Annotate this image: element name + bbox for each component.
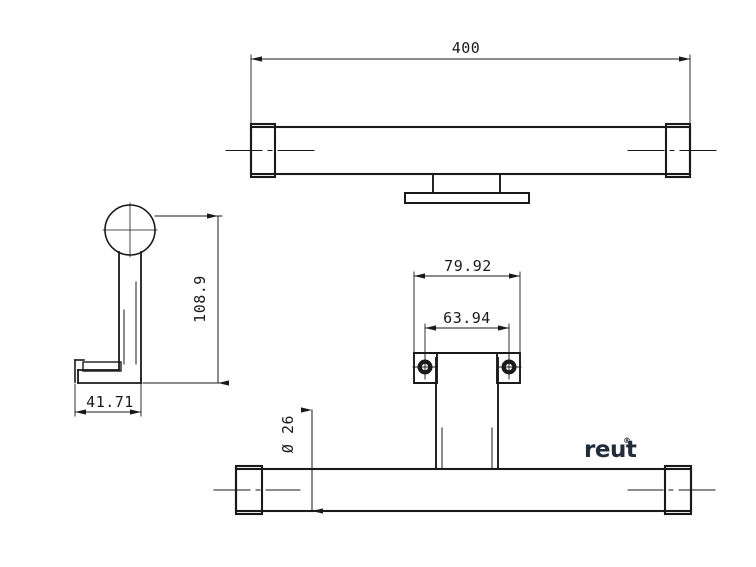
bottom-view-rail <box>213 464 716 516</box>
dimension-hole-spacing <box>424 323 510 361</box>
bottom-view-flange-plate <box>413 352 521 384</box>
dimension-overall-length <box>250 54 691 128</box>
dimension-bracket-depth <box>74 383 142 417</box>
dimension-label-tube-diameter: Ø 26 <box>279 415 297 453</box>
side-view-bracket <box>74 202 158 384</box>
dimension-plate-width <box>413 271 521 353</box>
top-view-rail <box>225 122 717 179</box>
dimension-label-plate-width: 79.92 <box>444 257 492 275</box>
dimension-label-overall-length: 400 <box>452 39 481 57</box>
dimension-bracket-height <box>142 213 229 386</box>
dimension-label-hole-spacing: 63.94 <box>443 309 491 327</box>
top-view-mounting-bracket <box>404 173 530 204</box>
dimension-tube-diameter <box>235 407 323 514</box>
brand-logo-superscript: ® <box>623 436 631 445</box>
fastener-right <box>496 354 522 380</box>
dimension-label-bracket-height: 108.9 <box>191 275 209 323</box>
brand-logo-text: reut <box>584 437 637 463</box>
bottom-view-column <box>435 357 499 470</box>
dimension-label-bracket-depth: 41.71 <box>86 393 134 411</box>
